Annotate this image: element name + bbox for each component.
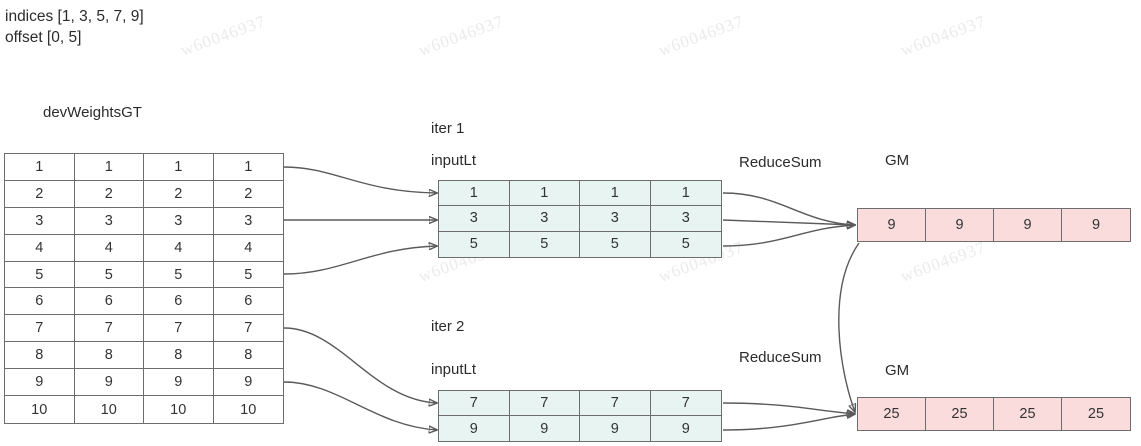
inputlt-iter1-cell: 3: [439, 206, 510, 232]
devweights-cell: 6: [213, 288, 283, 316]
inputlt-iter2-cell: 9: [510, 416, 580, 441]
iter2-label: iter 2: [431, 318, 465, 335]
inputlt-iter2-cell: 7: [650, 391, 721, 416]
devweights-cell: 10: [240, 401, 257, 418]
devweights-cell: 1: [5, 154, 75, 181]
watermark: w60046937: [898, 237, 989, 286]
offset-annotation: offset [0, 5]: [5, 29, 82, 46]
devweights-cell: 2: [144, 180, 214, 208]
edge-row7-to-inputlt2: [283, 327, 437, 403]
devweights-cell: 7: [74, 315, 144, 343]
inputlt-iter1-cell: 1: [439, 181, 510, 207]
edge-inputlt1-row3-to-gm1: [722, 225, 855, 247]
devweights-cell: 8: [144, 342, 214, 370]
devweights-cell: 4: [5, 234, 75, 262]
devweights-cell: 6: [5, 288, 75, 316]
devweights-cell: 3: [74, 207, 144, 235]
devweights-cell: 1: [213, 154, 283, 181]
gm-iter2-cell: 25: [1087, 406, 1105, 422]
devweights-cell: 3: [5, 207, 75, 235]
watermark: w60046937: [898, 11, 989, 60]
devweights-cell: 9: [144, 369, 214, 397]
indices-annotation: indices [1, 3, 5, 7, 9]: [5, 8, 144, 25]
inputlt-iter1-cell: 5: [580, 231, 651, 257]
devweights-cell: 1: [74, 154, 144, 181]
edge-inputlt2-row1-to-gm2: [722, 402, 855, 414]
reducesum-2-label: ReduceSum: [739, 349, 822, 366]
edge-inputlt1-row2-to-gm1: [722, 219, 855, 225]
gm-iter2-cell: 25: [926, 398, 994, 430]
devweights-cell: 10: [5, 396, 75, 423]
inputlt-iter1-cell: 5: [510, 231, 580, 257]
devweights-cell: 2: [5, 180, 75, 208]
inputlt-iter2-cell: 9: [439, 416, 510, 441]
edge-inputlt1-row1-to-gm1: [722, 192, 855, 225]
inputlt-iter1-cell: 1: [509, 181, 580, 207]
inputlt-iter1-cell: 1: [650, 181, 721, 207]
devweights-cell: 3: [213, 208, 283, 235]
inputlt-iter2-cell: 9: [580, 416, 651, 441]
devweights-cell: 8: [213, 342, 283, 370]
devweights-cell: 5: [213, 262, 283, 289]
edge-gm1-to-gm2: [838, 242, 860, 412]
inputlt-iter1-cell: 3: [650, 206, 721, 232]
devweights-cell: 3: [144, 207, 214, 235]
inputlt-iter2-cell: 7: [439, 391, 510, 416]
devweights-cell: 5: [74, 261, 144, 289]
inputlt-iter1-cell: 3: [509, 206, 580, 232]
iter1-label: iter 1: [431, 120, 465, 137]
devweights-cell: 5: [144, 261, 214, 289]
edge-row5-to-inputlt1: [283, 246, 437, 275]
inputlt-iter1-cell: 3: [580, 206, 651, 232]
gm-iter2-cell: 25: [994, 398, 1062, 430]
inputlt-iter2-cell: 7: [580, 391, 651, 416]
watermark: w60046937: [656, 11, 747, 60]
gm-iter2-cell: 25: [858, 398, 926, 430]
inputlt-iter1-cell: 5: [681, 236, 690, 253]
edge-row1-to-inputlt1: [283, 166, 437, 193]
devweights-cell: 7: [144, 315, 214, 343]
devweights-label: devWeightsGT: [43, 104, 142, 121]
gm-1-label: GM: [885, 152, 910, 169]
devweights-cell: 1: [144, 154, 214, 181]
inputlt-iter1-cell: 5: [439, 231, 510, 257]
edge-inputlt2-row2-to-gm2: [722, 414, 855, 431]
gm-iter1-cell: 9: [926, 209, 994, 241]
devweights-cell: 6: [144, 288, 214, 316]
watermark: w60046937: [178, 11, 269, 60]
inputlt-iter1-cell: 1: [580, 181, 651, 207]
inputlt-iter2-cell: 9: [681, 420, 690, 437]
devweights-cell: 8: [74, 342, 144, 370]
gm-iter1-cell: 9: [858, 209, 926, 241]
devweights-cell: 10: [75, 396, 144, 423]
edge-row9-to-inputlt2: [283, 381, 437, 430]
gm-iter1-cell: 9: [994, 209, 1062, 241]
devweights-cell: 5: [5, 261, 75, 289]
devweights-cell: 2: [213, 181, 283, 208]
devweights-cell: 4: [74, 234, 144, 262]
devweights-cell: 7: [5, 315, 75, 343]
devweights-cell: 6: [74, 288, 144, 316]
watermark: w60046937: [416, 11, 507, 60]
gm-iter1-cell: 9: [1091, 217, 1101, 233]
devweights-cell: 7: [213, 315, 283, 343]
devweights-cell: 9: [213, 369, 283, 397]
inputlt-2-label: inputLt: [431, 361, 477, 378]
devweights-cell: 2: [74, 180, 144, 208]
reducesum-1-label: ReduceSum: [739, 154, 822, 171]
inputlt-1-label: inputLt: [431, 152, 477, 169]
devweights-cell: 4: [213, 235, 283, 262]
gm-2-label: GM: [885, 362, 910, 379]
devweights-cell: 4: [144, 234, 214, 262]
inputlt-iter2-cell: 7: [509, 391, 580, 416]
devweights-cell: 10: [144, 396, 214, 423]
devweights-cell: 9: [74, 369, 144, 397]
devweights-cell: 9: [5, 369, 75, 397]
devweights-cell: 8: [5, 342, 75, 370]
